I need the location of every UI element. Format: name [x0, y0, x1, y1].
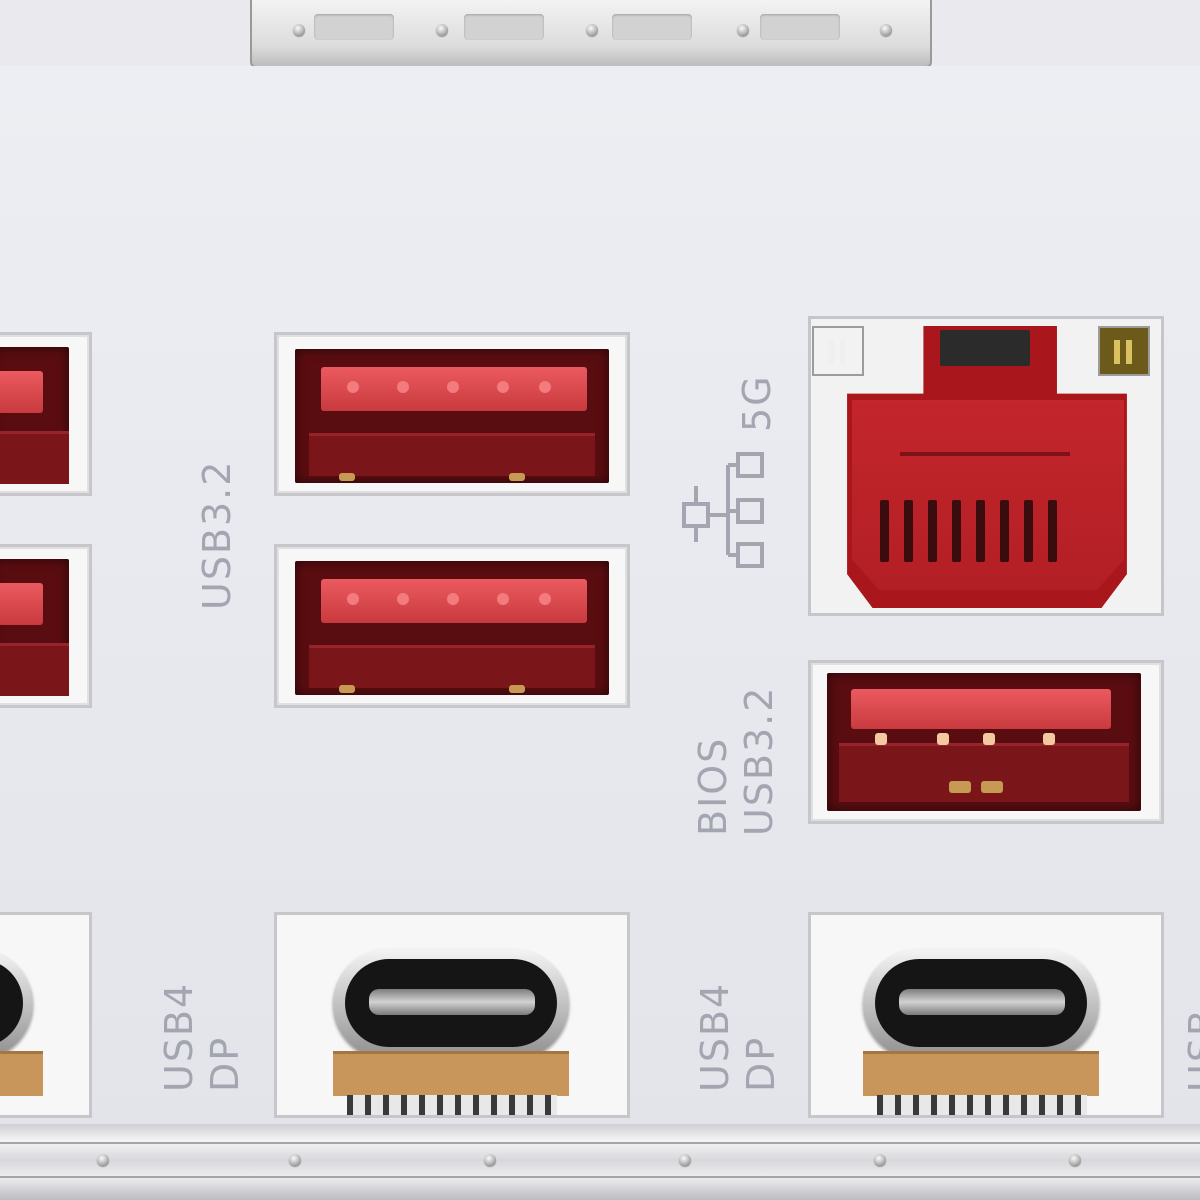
- ethernet-ridge: [900, 452, 1070, 456]
- screw: [679, 1154, 691, 1166]
- bracket-slot: [464, 14, 544, 40]
- bios-label: BIOS: [691, 736, 735, 836]
- usb4-label-right: USB4: [693, 981, 737, 1092]
- bracket-slot: [612, 14, 692, 40]
- ethernet-contact: [880, 500, 889, 562]
- usb-a-bios-port[interactable]: [808, 660, 1164, 824]
- screw: [874, 1154, 886, 1166]
- usb4-label-left: USB4: [157, 981, 201, 1092]
- screw: [289, 1154, 301, 1166]
- ethernet-contact: [976, 500, 985, 562]
- ethernet-contact: [904, 500, 913, 562]
- usb-a-port-top[interactable]: [274, 332, 630, 496]
- usb32-label-right: USB3.2: [737, 685, 781, 836]
- usb-c-port-left[interactable]: [274, 912, 630, 1118]
- ethernet-contact: [928, 500, 937, 562]
- usb-c-port-partial[interactable]: [0, 912, 92, 1118]
- screw: [97, 1154, 109, 1166]
- ethernet-contact: [1048, 500, 1057, 562]
- screw: [436, 24, 448, 36]
- ethernet-port-inner: [852, 400, 1124, 590]
- usb-a-port-bottom[interactable]: [274, 544, 630, 708]
- screw: [484, 1154, 496, 1166]
- usb-a-port-partial-top[interactable]: [0, 332, 92, 496]
- bracket-slot: [760, 14, 840, 40]
- usb-label-partial: USB: [1181, 1007, 1200, 1092]
- ethernet-latch: [940, 330, 1030, 366]
- lan-speed-label: 5G: [735, 374, 779, 432]
- top-bracket-tab: [250, 0, 932, 68]
- lan-led-left: [812, 326, 864, 376]
- ethernet-contact: [1000, 500, 1009, 562]
- ethernet-contact: [952, 500, 961, 562]
- screw: [880, 24, 892, 36]
- bottom-bracket-rail: [0, 1124, 1200, 1200]
- ethernet-contact: [1024, 500, 1033, 562]
- usb-a-port-partial-bottom[interactable]: [0, 544, 92, 708]
- screw: [737, 24, 749, 36]
- dp-label-right: DP: [739, 1035, 783, 1092]
- usb-c-port-right[interactable]: [808, 912, 1164, 1118]
- screw: [293, 24, 305, 36]
- bracket-slot: [314, 14, 394, 40]
- screw: [586, 24, 598, 36]
- screw: [1069, 1154, 1081, 1166]
- usb32-label-left: USB3.2: [195, 459, 239, 610]
- dp-label-left: DP: [203, 1035, 247, 1092]
- network-lan-icon: [682, 452, 764, 568]
- lan-led-right: [1098, 326, 1150, 376]
